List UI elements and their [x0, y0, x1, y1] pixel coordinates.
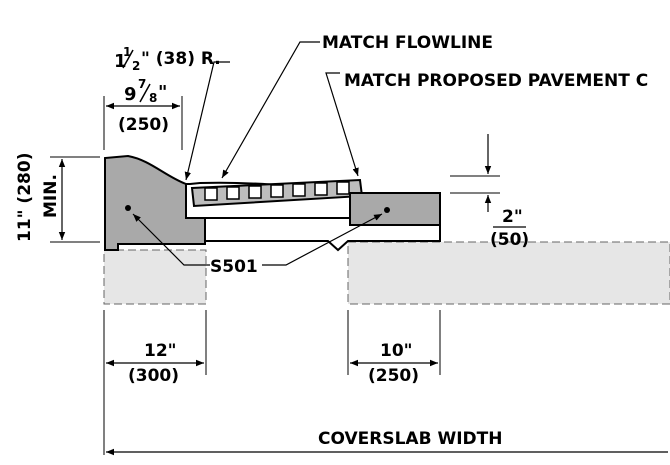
match-pavement-note: MATCH PROPOSED PAVEMENT C [344, 71, 648, 91]
top-width-label: 9 7 8 " [124, 77, 167, 105]
leader-lines [132, 41, 383, 266]
right-width-mm: (250) [368, 366, 419, 386]
extension-lines [50, 96, 500, 455]
overall-width-label: COVERSLAB WIDTH [318, 429, 502, 449]
top-width-denominator: 8 [149, 91, 157, 105]
radius-denominator: 2 [132, 59, 140, 73]
top-width-inch-mark: " [158, 82, 167, 103]
dimension-lines [58, 102, 668, 456]
bar-mark-label: S501 [210, 257, 258, 277]
top-width-numerator: 7 [138, 77, 146, 91]
rebar-left [125, 205, 131, 211]
right-width-in: 10" [380, 341, 413, 361]
left-width-in: 12" [144, 341, 177, 361]
drop-dimension-mm: (50) [490, 230, 529, 250]
top-width-mm: (250) [118, 115, 169, 135]
right-pavement-section [349, 192, 441, 226]
radius-numerator: 1 [123, 45, 131, 59]
subbase-right [347, 241, 670, 305]
radius-label: 1 1 2 " (38) R. [114, 45, 221, 73]
match-flowline-note: MATCH FLOWLINE [322, 33, 493, 53]
height-min: MIN. [41, 174, 61, 218]
height-dimension: 11" (280) [15, 153, 35, 242]
curb-section [104, 154, 206, 251]
grate-slots [204, 181, 350, 201]
top-width-whole: 9 [124, 84, 137, 105]
subbase-left [103, 249, 207, 305]
drop-dimension-in: 2" [502, 207, 523, 227]
rebar-right [384, 207, 390, 213]
radius-rest: " (38) R. [141, 49, 221, 69]
left-width-mm: (300) [128, 366, 179, 386]
